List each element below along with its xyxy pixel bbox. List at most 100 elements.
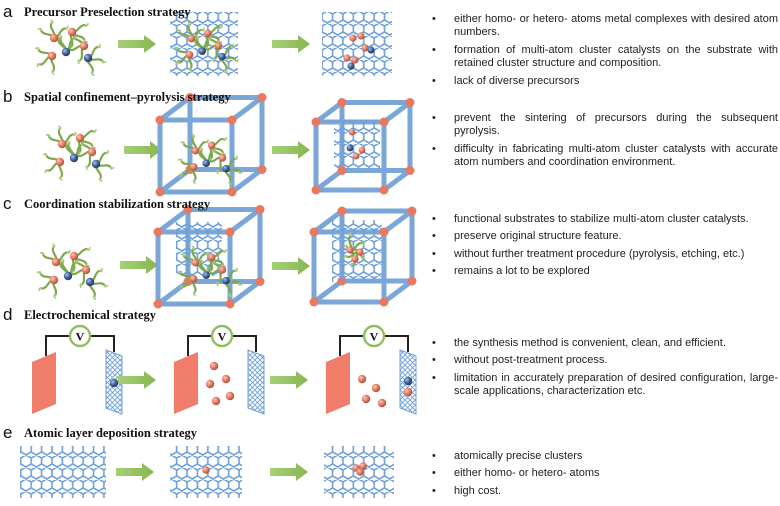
ligand-end <box>37 27 43 32</box>
red-metal-atom <box>357 32 365 40</box>
cage-node <box>337 206 347 216</box>
ligand-end <box>199 258 204 264</box>
blue-metal-atom <box>61 47 71 57</box>
red-metal-atom <box>356 468 364 476</box>
red-metal-atom <box>49 275 59 285</box>
red-metal-atom <box>358 146 366 154</box>
voltmeter-label: V <box>76 330 85 344</box>
cage-node <box>225 227 235 237</box>
ligand-end <box>105 149 109 155</box>
ligand-end <box>350 262 354 268</box>
ligand-end <box>187 21 192 27</box>
voltmeter-label: V <box>370 330 379 344</box>
bullet-item: either homo- or hetero- atoms metal comp… <box>432 13 778 40</box>
hexagonal-lattice <box>170 12 238 76</box>
bullet-item: limitation in accurately preparation of … <box>432 372 778 399</box>
section-letter-d: d <box>3 305 13 324</box>
ligand-end <box>66 249 71 254</box>
red-metal-atom <box>351 56 359 64</box>
ligand-end <box>103 284 109 288</box>
red-metal-atom <box>47 51 57 61</box>
arrow-shape <box>272 141 310 159</box>
bullet-item: without post-treatment process. <box>432 354 778 368</box>
cage-node <box>153 299 163 309</box>
arrow-shape <box>116 463 154 481</box>
ligand-end <box>180 253 185 257</box>
metal-complex-precursor <box>36 243 109 300</box>
ligand-end <box>234 267 238 272</box>
strategy-a-bullets: either homo- or hetero- atoms metal comp… <box>432 13 778 92</box>
red-metal-atom <box>207 253 216 261</box>
ligand-end <box>218 24 224 29</box>
arrow-shape <box>124 141 162 159</box>
cage-node <box>309 227 319 237</box>
cage-edge <box>381 278 415 305</box>
ligand-end <box>176 29 181 33</box>
ligand-end <box>238 282 243 286</box>
circuit-wire <box>232 335 257 352</box>
ligand-end <box>52 243 56 249</box>
red-metal-atom <box>55 157 65 167</box>
ligand-end <box>216 169 220 175</box>
bullet-item: lack of diverse precursors <box>432 75 778 89</box>
arrow-shape <box>272 257 310 275</box>
ligand-end <box>207 35 212 41</box>
ligand-end <box>72 35 76 41</box>
ligand-end <box>234 58 239 62</box>
bullet-item: remains a lot to be explored <box>432 265 778 279</box>
ligand-end <box>234 155 238 160</box>
blue-metal-atom <box>222 276 230 285</box>
ligand-end <box>97 43 101 49</box>
cage-node <box>257 165 267 174</box>
red-metal-atom <box>57 139 67 149</box>
ligand-end <box>212 57 216 63</box>
ligand-end <box>175 60 180 66</box>
cage-edge <box>229 167 265 195</box>
section-letter-b: b <box>3 87 13 106</box>
arrow-shape <box>272 35 310 53</box>
ligand-end <box>85 165 89 171</box>
ligand-end <box>64 25 69 30</box>
bullet-item: high cost. <box>432 485 778 499</box>
metal-complex-precursor <box>177 245 243 298</box>
red-metal-atom <box>189 163 198 171</box>
bullet-item: prevent the sintering of precursors duri… <box>432 112 778 139</box>
bullet-item: formation of multi-atom cluster catalyst… <box>432 44 778 71</box>
hexagonal-lattice <box>334 120 380 168</box>
ligand-end <box>45 133 51 138</box>
ligand-end <box>98 177 103 182</box>
cage-edge <box>381 208 415 235</box>
hexagonal-substrate <box>322 12 392 76</box>
circuit-wire <box>339 335 364 356</box>
ligand-end <box>72 131 77 136</box>
strategy-c-bullets: functional substrates to stabilize multi… <box>432 213 778 283</box>
blue-metal-atom <box>403 376 413 386</box>
section-title-b: Spatial confinement–pyrolysis strategy <box>24 90 231 104</box>
cage-node <box>311 185 321 195</box>
red-metal-atom <box>346 246 354 254</box>
process-arrow <box>270 463 308 481</box>
process-arrow <box>272 141 310 159</box>
hexagonal-substrate <box>334 120 380 168</box>
blue-metal-atom <box>347 62 355 70</box>
process-arrow <box>272 35 310 53</box>
section-letter-c: c <box>3 194 12 213</box>
red-metal-atom <box>371 383 381 393</box>
process-arrow <box>272 257 310 275</box>
red-metal-atom <box>377 398 387 408</box>
red-metal-atom <box>207 141 216 149</box>
ligand-end <box>179 284 184 290</box>
hexagonal-substrate <box>176 222 222 276</box>
cage-node <box>227 115 237 125</box>
ligand-end <box>211 259 216 265</box>
strategy-d-bullets: the synthesis method is convenient, clea… <box>432 337 778 403</box>
red-metal-atom <box>361 44 369 52</box>
ligand-end <box>228 180 232 186</box>
strategy-b-illustration <box>42 93 415 197</box>
red-metal-atom <box>49 33 59 43</box>
cage-node <box>379 185 389 195</box>
hexagonal-lattice <box>322 12 392 76</box>
red-metal-atom <box>67 27 77 37</box>
porous-cage-framework <box>155 93 267 197</box>
bullet-item: either homo- or hetero- atoms <box>432 467 778 481</box>
